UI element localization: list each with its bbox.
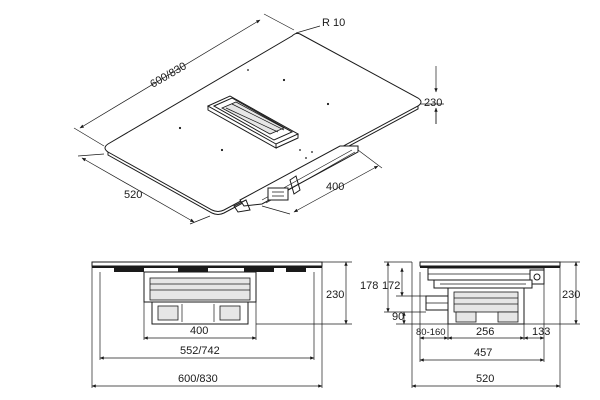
dim-height-iso: 230 [420,66,444,124]
front-dim-cutout-label: 552/742 [180,345,220,357]
dim-depth-iso: 520 [77,153,211,225]
side-dim-height-total: 230 [562,289,580,301]
dim-cutout-iso-label: 400 [326,181,344,193]
side-dim-duct: 256 [476,326,494,338]
side-dim-gap: 90 [392,311,404,323]
front-view: 230 400 552/742 600/830 [91,261,352,388]
side-view: 178 172 230 90 80-160 256 133 457 520 [360,261,580,388]
dim-depth-iso-label: 520 [124,189,142,201]
side-dim-offset: 80-160 [416,327,446,338]
side-dim-overall-depth: 520 [476,373,494,385]
side-dim-cutout-depth: 457 [474,347,492,359]
dim-width-iso-label: 600/830 [148,60,188,90]
cooktop-glass-edge [107,106,419,215]
isometric-view: 600/830 R 10 230 520 400 [73,13,444,225]
front-dim-height-label: 230 [326,289,344,301]
front-dim-hood-label: 400 [190,325,208,337]
side-dim-height-b: 172 [382,280,400,292]
side-body [425,267,545,325]
front-glass-top [91,261,323,267]
dim-cutout-iso: 400 [261,149,383,215]
dim-radius-label: R 10 [322,17,345,29]
side-glass-top [419,261,561,267]
front-hood-body [143,271,257,325]
front-dim-overall-label: 600/830 [178,373,218,385]
dim-radius: R 10 [295,17,345,34]
side-dim-height-a: 178 [360,280,378,292]
dim-height-iso-label: 230 [424,97,442,109]
front-burner-coils [114,268,306,272]
side-dim-rear: 133 [532,326,550,338]
